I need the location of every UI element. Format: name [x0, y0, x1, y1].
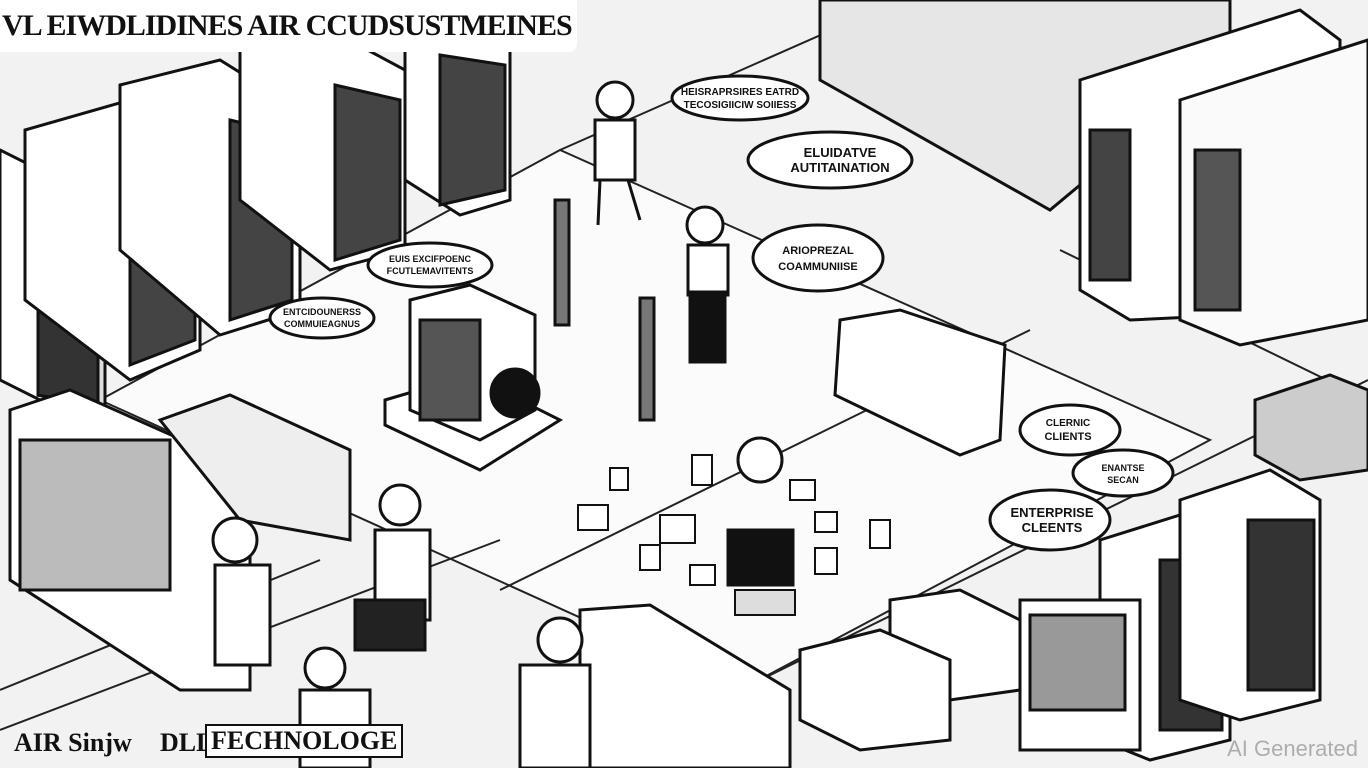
svg-text:SECAN: SECAN — [1107, 475, 1139, 485]
speech-bubble: EUIS EXCIFPOENC FCUTLEMAVITENTS — [366, 241, 494, 289]
machine — [833, 308, 1007, 457]
svg-text:ELUIDATVE: ELUIDATVE — [804, 145, 877, 160]
svg-text:ARIOPREZAL: ARIOPREZAL — [782, 245, 854, 257]
svg-text:HEISRAPRSIRES EATRD: HEISRAPRSIRES EATRD — [681, 87, 799, 98]
server-rack — [403, 3, 512, 217]
server-rack — [1178, 468, 1322, 722]
equipment-bottom-left — [8, 388, 1142, 768]
speech-bubble: HEISRAPRSIRES EATRD TECOSIGIICIW SOIIESS — [670, 74, 810, 122]
person-blonde — [353, 483, 432, 652]
svg-text:AUTITAINATION: AUTITAINATION — [790, 160, 889, 175]
thought-bubble: ENANTSE SECAN — [1071, 448, 1175, 498]
caption-left: AIR Sinjw — [14, 728, 132, 757]
person-top — [593, 80, 642, 226]
svg-text:CLERNIC: CLERNIC — [1046, 418, 1090, 429]
banner-title: VL EIWDLIDINES AIR CCUDSUSTMEINES — [0, 0, 577, 52]
speech-bubble: CLERNIC CLIENTS — [1018, 403, 1122, 457]
speech-bubble: ENTCIDOUNERSS COMMUIEAGNUS — [268, 296, 376, 340]
svg-text:EUIS EXCIFPOENC: EUIS EXCIFPOENC — [389, 254, 472, 264]
svg-text:COAMMUNIISE: COAMMUNIISE — [778, 261, 857, 273]
dell-logo: DELL — [495, 386, 534, 403]
svg-text:CLIENTS: CLIENTS — [1044, 431, 1091, 443]
person-left — [211, 516, 272, 667]
caption-middle: DLL — [160, 728, 214, 757]
ai-generated-watermark: AI Generated — [1227, 736, 1358, 761]
svg-text:ENANTSE: ENANTSE — [1101, 463, 1144, 473]
thought-bubble: ARIOPREZAL COAMMUNIISE — [751, 223, 885, 293]
svg-text:ENTCIDOUNERSS: ENTCIDOUNERSS — [283, 307, 361, 317]
people — [211, 80, 795, 768]
svg-text:TECOSIGIICIW SOIIESS: TECOSIGIICIW SOIIESS — [684, 100, 797, 111]
person-bottom — [518, 616, 592, 768]
poles — [553, 198, 656, 422]
devices-cluster — [577, 454, 891, 616]
svg-text:COMMUIEAGNUS: COMMUIEAGNUS — [284, 319, 360, 329]
svg-text:CLEENTS: CLEENTS — [1022, 520, 1083, 535]
server-rack — [1178, 38, 1368, 347]
server-racks-left — [0, 3, 512, 422]
svg-text:FCUTLEMAVITENTS: FCUTLEMAVITENTS — [387, 266, 474, 276]
svg-text:ENTERPRISE: ENTERPRISE — [1010, 505, 1093, 520]
central-server: DELL — [383, 283, 564, 472]
person-center — [726, 436, 795, 587]
person-middle — [685, 205, 730, 364]
caption-right: FECHNOLOGE — [205, 724, 404, 758]
